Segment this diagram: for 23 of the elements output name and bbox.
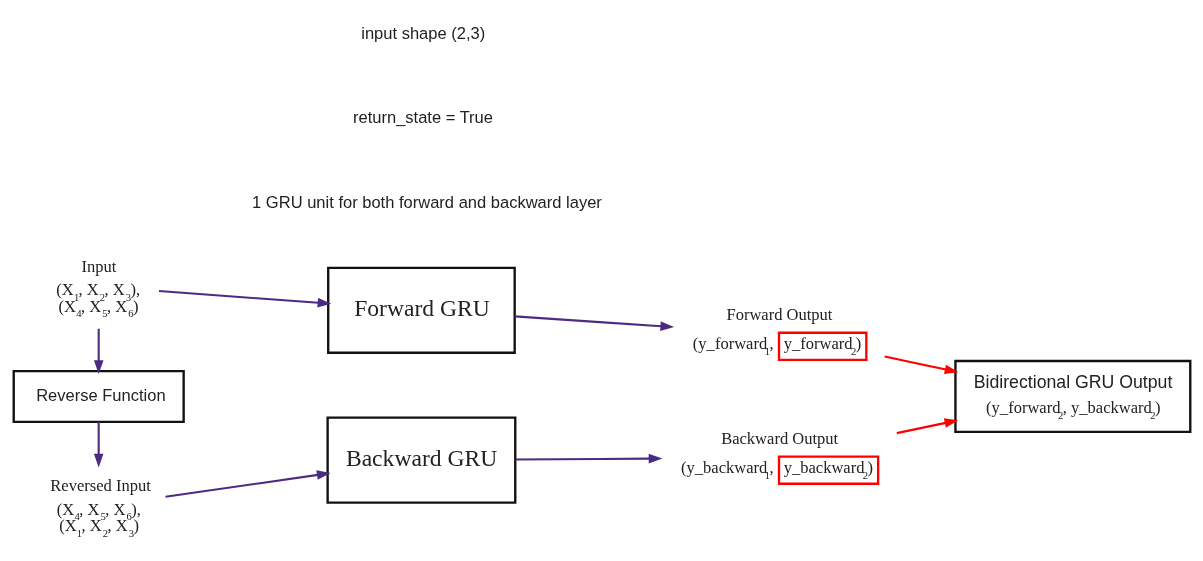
node-box: Bidirectional GRU Output (y_forward$_{2}$, y_backward$_{2}$) <box>953 359 1191 434</box>
node-text: Reversed Input (X$_{4}$, X$_{5}$, X$_{6}$), (X$_{1}$, X$_{2}$, X$_{3}$) <box>49 476 151 539</box>
arrow <box>93 328 103 374</box>
node-box: Backward GRU <box>325 416 516 504</box>
label: 1 GRU unit for both forward and backward layer <box>251 193 602 213</box>
node-label: (y_forward$_{1}$, <box>692 334 774 357</box>
arrow <box>93 421 103 468</box>
arrow <box>164 470 331 498</box>
node-label: (y_backward$_{1}$, <box>680 458 774 481</box>
label: input shape (2,3) <box>360 23 485 43</box>
arrow <box>514 315 674 331</box>
arrow <box>883 355 958 375</box>
node-box: Reverse Function <box>12 369 185 423</box>
arrow <box>158 290 331 308</box>
label: return_state = True <box>352 108 493 128</box>
node-box: y_forward$_{2}$) <box>777 331 867 362</box>
arrow <box>896 418 958 435</box>
node-text: Input (X$_{1}$, X$_{2}$, X$_{3}$), (X$_{4}$, X$_{5}$, X$_{6}$) <box>55 256 140 320</box>
node-box: y_backward$_{2}$) <box>777 455 879 485</box>
node-box: Forward GRU <box>326 266 516 354</box>
node-label: Backward Output <box>720 428 838 448</box>
arrow <box>515 453 662 464</box>
node-label: Forward Output <box>726 304 832 324</box>
